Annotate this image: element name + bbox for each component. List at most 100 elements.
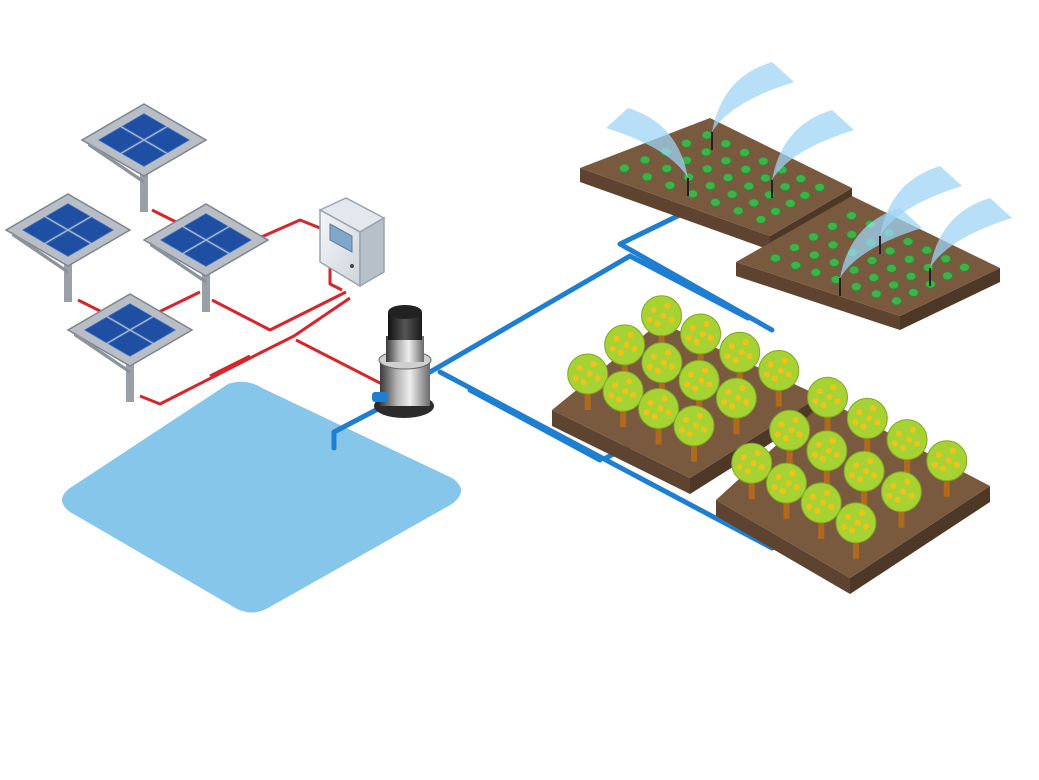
tree-icon <box>602 370 644 428</box>
plant <box>687 189 699 199</box>
tree-icon <box>835 502 877 559</box>
plant <box>755 215 767 224</box>
tree-icon <box>926 440 968 497</box>
plant <box>795 174 807 184</box>
plant <box>784 198 796 208</box>
plant <box>940 254 952 264</box>
solar-cell <box>69 216 114 244</box>
tree-icon <box>765 462 807 520</box>
plant <box>720 139 732 149</box>
tree-icon <box>758 350 800 407</box>
plant <box>790 260 802 270</box>
plant <box>760 173 771 183</box>
plant <box>701 164 713 174</box>
plant <box>903 254 915 264</box>
solar-cell <box>131 316 176 344</box>
plant <box>884 246 896 256</box>
plant <box>808 232 819 242</box>
solar-cell <box>45 203 91 230</box>
plant <box>748 198 760 208</box>
sprinkler-icon <box>879 166 962 254</box>
tree-icon <box>680 313 722 371</box>
plant <box>808 250 820 260</box>
tree-icon <box>800 482 842 539</box>
plant <box>701 130 713 140</box>
tree-icon <box>843 450 885 508</box>
plant <box>888 280 900 290</box>
tree-icon <box>715 377 757 435</box>
plant <box>810 267 822 277</box>
solar-cell <box>45 230 91 257</box>
tree-icon <box>806 430 848 487</box>
orchard-field-icon <box>552 295 820 494</box>
solar-panels <box>4 103 270 402</box>
tree-icon <box>638 387 680 445</box>
sprinkler-field-icon <box>736 196 1000 330</box>
tree-icon <box>678 359 720 417</box>
sprinkler-field-icon <box>580 118 852 250</box>
plant <box>814 182 825 192</box>
tree-icon <box>731 442 773 500</box>
plant <box>850 282 862 292</box>
plant <box>868 273 880 282</box>
plant <box>846 211 857 221</box>
solar-panel-icon <box>142 203 270 312</box>
tree-icon <box>880 471 922 528</box>
plant <box>870 289 882 299</box>
solar-cell <box>22 216 67 244</box>
sprinkler-icon <box>929 198 1012 286</box>
plant <box>664 180 676 190</box>
plant <box>704 181 716 191</box>
tree-icon <box>846 397 888 455</box>
tree-icon <box>641 295 683 352</box>
tree-icon <box>673 405 715 462</box>
plant <box>770 206 781 216</box>
solar-panel-icon <box>4 193 132 302</box>
solar-cell <box>160 226 205 254</box>
solar-cell <box>183 213 229 240</box>
solar-cell <box>121 113 167 140</box>
sprinkler-icon <box>606 108 689 196</box>
plant <box>681 138 692 148</box>
plant <box>846 230 858 239</box>
solar-cell <box>183 240 229 267</box>
plant <box>619 163 630 173</box>
solar-panel-icon <box>66 293 194 402</box>
water-pump-icon <box>372 305 434 418</box>
plant <box>827 240 839 250</box>
plant <box>722 173 734 182</box>
plant <box>779 182 791 192</box>
plant <box>891 296 902 306</box>
solar-cell <box>107 303 153 330</box>
solar-cell <box>107 330 153 357</box>
tree-icon <box>719 331 761 389</box>
solar-cell <box>121 140 167 167</box>
plant <box>757 156 769 166</box>
plant <box>908 288 919 297</box>
plant <box>828 258 840 267</box>
tree-icon <box>886 419 928 476</box>
plant <box>743 181 755 191</box>
control-box-icon <box>318 197 386 288</box>
plant <box>720 156 732 166</box>
solar-panel-icon <box>80 103 208 212</box>
plant <box>902 237 914 246</box>
solar-cell <box>145 126 190 154</box>
plant <box>942 271 953 281</box>
plant <box>921 245 933 255</box>
plant <box>799 190 811 200</box>
plant <box>827 221 838 231</box>
plant <box>959 262 970 272</box>
tree-icon <box>604 324 646 381</box>
plant <box>710 197 721 207</box>
orchard-field-icon <box>716 376 990 594</box>
plant <box>732 206 744 216</box>
tree-icon <box>769 409 811 467</box>
fields <box>552 62 1012 594</box>
solar-cell <box>207 226 252 254</box>
plant <box>726 189 738 199</box>
tree-icon <box>567 353 609 410</box>
tree-icon <box>641 342 683 399</box>
plant <box>848 265 860 275</box>
